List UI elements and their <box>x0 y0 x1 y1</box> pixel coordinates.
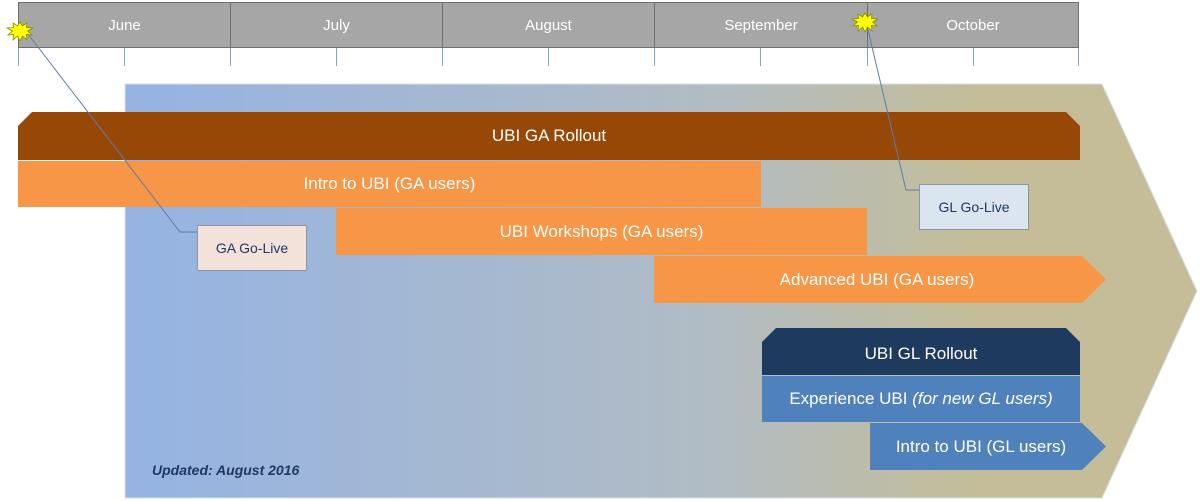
ga-golive-callout: GA Go-Live <box>197 225 307 271</box>
timeline-tick <box>867 48 868 66</box>
experience-gl-note: (for new GL users) <box>912 389 1053 408</box>
timeline-tick <box>1078 48 1079 66</box>
gl-golive-callout: GL Go-Live <box>919 184 1029 230</box>
timeline-tick <box>654 48 655 66</box>
timeline-tick <box>336 48 337 66</box>
updated-note: Updated: August 2016 <box>152 462 300 478</box>
intro-ga-bar: Intro to UBI (GA users) <box>18 161 761 207</box>
milestone-star-icon <box>5 21 35 42</box>
intro-gl-label: Intro to UBI (GL users) <box>895 436 1067 456</box>
month-august: August <box>442 2 655 48</box>
timeline-tick <box>18 48 19 66</box>
advanced-ga-bar-shape <box>654 256 1106 303</box>
month-september: September <box>654 2 868 48</box>
experience-gl-bar: Experience UBI (for new GL users) <box>762 376 1080 422</box>
month-june: June <box>18 2 231 48</box>
month-july: July <box>230 2 443 48</box>
ga-rollout-bar-shape <box>18 112 1080 160</box>
gl-rollout-label: UBI GL Rollout <box>864 343 978 363</box>
timeline-tick <box>124 48 125 66</box>
experience-gl-main: Experience UBI <box>789 389 913 408</box>
ga-golive-leader-line <box>27 33 197 233</box>
timeline-tick <box>230 48 231 66</box>
month-october: October <box>867 2 1079 48</box>
milestone-star-icon <box>850 12 880 33</box>
timeline-tick <box>760 48 761 66</box>
workshops-ga-bar: UBI Workshops (GA users) <box>336 208 867 255</box>
timeline-tick <box>973 48 974 66</box>
ga-rollout-label: UBI GA Rollout <box>491 126 607 145</box>
gl-golive-leader-line <box>867 29 919 191</box>
advanced-ga-label: Advanced UBI (GA users) <box>779 269 975 289</box>
timeline-tick <box>442 48 443 66</box>
gl-rollout-bar-shape <box>762 328 1080 375</box>
timeline-tick <box>548 48 549 66</box>
intro-gl-bar-shape <box>870 423 1106 470</box>
